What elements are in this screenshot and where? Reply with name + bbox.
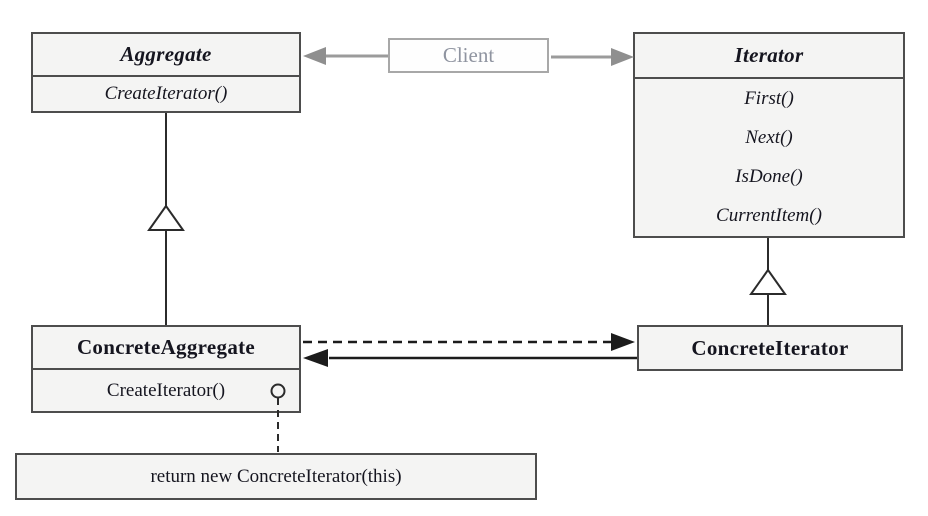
black-right-arrowhead-icon [611,333,635,351]
iterator-inheritance-connector [749,238,787,325]
class-box-iterator: Iterator First() Next() IsDone() Current… [633,32,905,238]
class-methods-aggregate: CreateIterator() [33,75,299,111]
client-box: Client [388,38,549,73]
aggregate-inheritance-connector [147,113,185,325]
class-box-concrete-aggregate: ConcreteAggregate CreateIterator() [31,325,301,413]
note-box: return new ConcreteIterator(this) [15,453,537,500]
dependency-dashed-arrow [303,333,635,351]
class-title-iterator: Iterator [734,43,804,67]
black-left-arrowhead-icon [303,349,328,367]
client-aggregate-association-arrow [303,47,388,65]
class-box-concrete-iterator: ConcreteIterator [637,325,903,371]
inheritance-triangle-icon [749,268,787,295]
class-title-concrete-iterator: ConcreteIterator [691,335,849,360]
gray-right-arrowhead-icon [611,48,634,66]
class-methods-iterator: First() Next() IsDone() CurrentItem() [635,77,903,236]
method-iterator-currentitem: CurrentItem() [716,205,822,227]
class-title-concrete-aggregate: ConcreteAggregate [76,335,256,359]
method-aggregate-createiterator: CreateIterator() [104,83,228,104]
note-text: return new ConcreteIterator(this) [150,465,402,487]
method-iterator-isdone: IsDone() [735,166,803,188]
inheritance-triangle-icon [147,204,185,231]
method-iterator-first: First() [744,87,794,109]
client-iterator-association-arrow [551,48,634,66]
association-solid-arrow [303,349,637,367]
method-iterator-next: Next() [745,126,793,148]
client-label: Client [442,43,495,67]
method-concrete-aggregate-createiterator: CreateIterator() [106,379,226,401]
class-box-aggregate: Aggregate CreateIterator() [31,32,301,113]
class-methods-concrete-aggregate: CreateIterator() [33,368,299,411]
class-title-aggregate: Aggregate [120,42,212,66]
gray-left-arrowhead-icon [303,47,326,65]
